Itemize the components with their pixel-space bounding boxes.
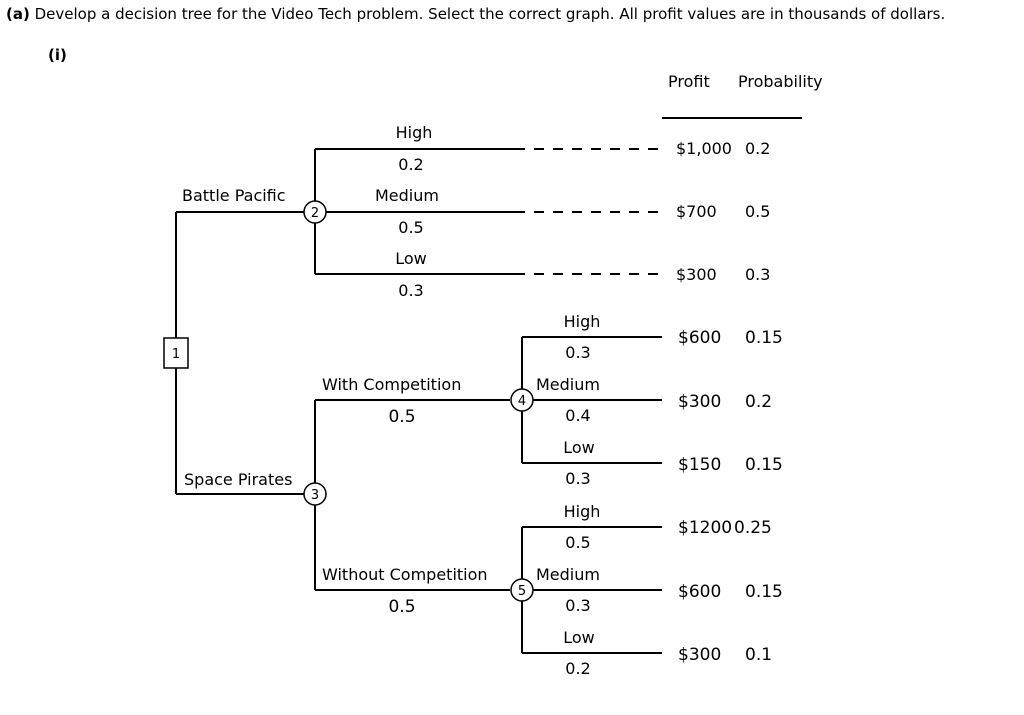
with-comp-chance-node-number: 4 <box>518 394 526 409</box>
with-comp-chance-node <box>510 388 534 412</box>
battle-low-prob: 0.3 <box>398 281 423 300</box>
battle-medium-probability: 0.5 <box>745 202 770 221</box>
battle-medium-label: Medium <box>375 186 439 205</box>
with-comp-low-label: Low <box>563 438 595 457</box>
with-comp-medium-label: Medium <box>536 375 600 394</box>
without-comp-high-prob: 0.5 <box>565 533 590 552</box>
with-competition-label: With Competition <box>322 375 461 394</box>
battle-medium-profit: $700 <box>676 202 717 221</box>
question-label: (a) <box>6 5 30 23</box>
battle-pacific-label: Battle Pacific <box>182 186 286 205</box>
without-comp-low-probability: 0.1 <box>745 645 772 665</box>
space-chance-node-number: 3 <box>311 488 319 503</box>
without-competition-prob: 0.5 <box>388 597 415 617</box>
battle-chance-node <box>303 200 327 224</box>
with-comp-low-prob: 0.3 <box>565 469 590 488</box>
battle-high-label: High <box>396 123 433 142</box>
without-comp-low-prob: 0.2 <box>565 659 590 678</box>
with-competition-prob: 0.5 <box>388 407 415 427</box>
without-comp-medium-prob: 0.3 <box>565 596 590 615</box>
battle-low-profit: $300 <box>676 265 717 284</box>
with-comp-high-probability: 0.15 <box>745 328 783 348</box>
decision-node-square <box>163 337 189 369</box>
battle-low-label: Low <box>395 249 427 268</box>
battle-high-probability: 0.2 <box>745 139 770 158</box>
battle-medium-prob: 0.5 <box>398 218 423 237</box>
without-comp-high-probability: 0.25 <box>734 518 772 538</box>
space-chance-node <box>303 482 327 506</box>
with-comp-high-label: High <box>564 312 601 331</box>
without-competition-label: Without Competition <box>322 565 488 584</box>
with-comp-medium-probability: 0.2 <box>745 392 772 412</box>
with-comp-low-probability: 0.15 <box>745 455 783 475</box>
without-comp-chance-node-number: 5 <box>518 584 526 599</box>
without-comp-high-profit: $1200 <box>678 518 732 538</box>
decision-node-number: 1 <box>172 347 180 362</box>
battle-low-probability: 0.3 <box>745 265 770 284</box>
without-comp-medium-label: Medium <box>536 565 600 584</box>
with-comp-medium-prob: 0.4 <box>565 406 590 425</box>
battle-high-prob: 0.2 <box>398 155 423 174</box>
without-comp-medium-probability: 0.15 <box>745 582 783 602</box>
without-comp-chance-node <box>510 578 534 602</box>
without-comp-high-label: High <box>564 502 601 521</box>
with-comp-medium-profit: $300 <box>678 392 721 412</box>
question-text: (a) Develop a decision tree for the Vide… <box>6 5 945 23</box>
with-comp-high-profit: $600 <box>678 328 721 348</box>
with-comp-high-prob: 0.3 <box>565 343 590 362</box>
question-body: Develop a decision tree for the Video Te… <box>34 5 946 23</box>
probability-header: Probability <box>738 72 823 91</box>
part-label: (i) <box>48 46 67 64</box>
without-comp-low-label: Low <box>563 628 595 647</box>
battle-high-profit: $1,000 <box>676 139 732 158</box>
without-comp-low-profit: $300 <box>678 645 721 665</box>
without-comp-medium-profit: $600 <box>678 582 721 602</box>
battle-chance-node-number: 2 <box>311 206 319 221</box>
profit-header: Profit <box>668 72 710 91</box>
with-comp-low-profit: $150 <box>678 455 721 475</box>
space-pirates-label: Space Pirates <box>184 470 292 489</box>
